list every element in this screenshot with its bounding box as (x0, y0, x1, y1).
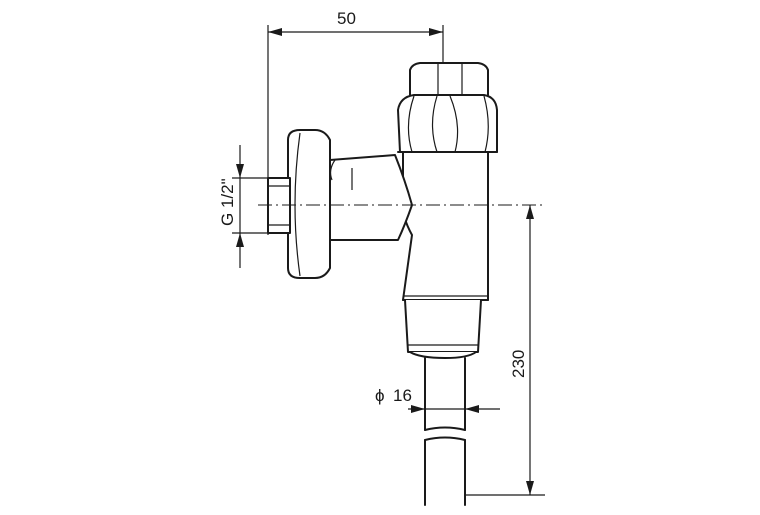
diameter-symbol: ϕ (375, 386, 385, 405)
diameter-dimension: ϕ 16 (375, 386, 500, 413)
inlet-elbow (329, 154, 413, 241)
outlet-pipe (424, 357, 466, 506)
valve-body (400, 151, 489, 301)
diameter-label: 16 (393, 386, 412, 405)
width-label: 50 (337, 9, 356, 28)
thread-label: G 1/2" (218, 178, 237, 226)
lower-body (404, 299, 482, 359)
wall-rosette (287, 129, 331, 279)
thread-dimension: G 1/2" (218, 145, 268, 268)
valve-cap (409, 62, 489, 96)
height-dimension: 230 (465, 205, 545, 496)
height-label: 230 (509, 350, 528, 378)
hex-nut (397, 94, 498, 153)
